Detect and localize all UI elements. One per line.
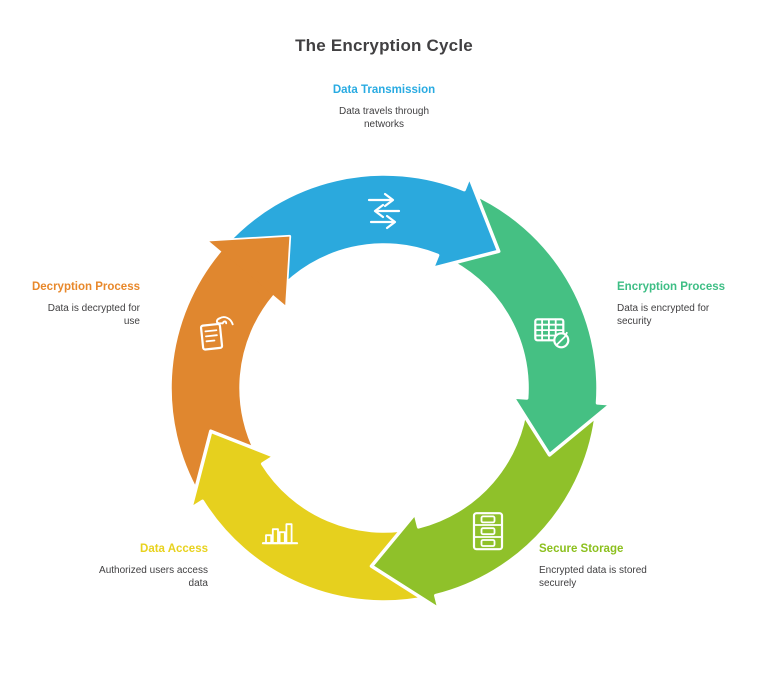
- page-title: The Encryption Cycle: [295, 36, 473, 55]
- segment-secure-storage: [369, 401, 599, 611]
- segment-data-access: [188, 429, 431, 604]
- storage-drawers-icon: [472, 512, 504, 551]
- transfer-arrows-icon: [367, 192, 401, 230]
- step-title-data-transmission: Data Transmission: [332, 84, 436, 96]
- step-label-data-transmission: Data Transmission Data travels through n…: [284, 84, 484, 131]
- step-title-decryption-process: Decryption Process: [31, 281, 140, 293]
- step-label-decryption-process: Decryption Process Data is decrypted for…: [0, 281, 140, 328]
- segment-data-transmission: [223, 172, 501, 295]
- table-edit-icon: [534, 318, 570, 349]
- step-description-data-access: Authorized users access data: [99, 565, 208, 589]
- step-description-decryption-process: Data is decrypted for use: [47, 303, 140, 327]
- step-label-secure-storage: Secure Storage Encrypted data is stored …: [539, 543, 689, 590]
- step-title-secure-storage: Secure Storage: [539, 543, 624, 555]
- segment-head-decryption-process: [209, 236, 290, 306]
- step-title-encryption-process: Encryption Process: [617, 281, 726, 293]
- step-label-data-access: Data Access Authorized users access data: [78, 543, 208, 590]
- step-description-encryption-process: Data is encrypted for security: [617, 303, 710, 327]
- step-description-data-transmission: Data travels through networks: [338, 106, 430, 130]
- step-description-secure-storage: Encrypted data is stored securely: [539, 565, 647, 589]
- step-label-encryption-process: Encryption Process Data is encrypted for…: [617, 281, 767, 328]
- step-title-data-access: Data Access: [140, 543, 208, 555]
- document-hand-icon: [199, 316, 234, 351]
- segment-encryption-process: [440, 190, 614, 457]
- bar-chart-icon: [261, 523, 299, 545]
